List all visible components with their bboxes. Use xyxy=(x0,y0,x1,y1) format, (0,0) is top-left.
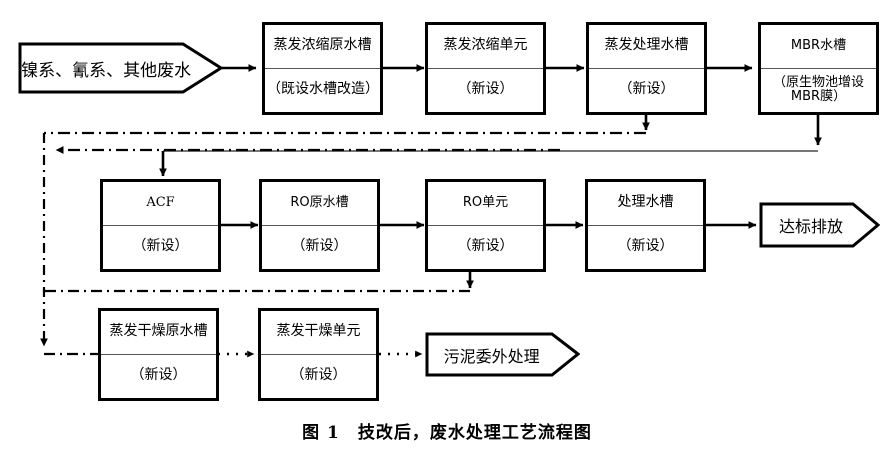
node-influent-label: 镍系、氰系、其他废水 xyxy=(21,60,192,81)
node-acf-title: ACF xyxy=(103,182,218,226)
node-discharge-label: 达标排放 xyxy=(779,217,844,236)
node-evap-dry-feed-tank-title: 蒸发干燥原水槽 xyxy=(101,311,216,355)
pentagon-shape-discharge xyxy=(759,202,880,248)
node-evap-concentrate-unit-note: （新设） xyxy=(457,81,514,98)
node-evap-dry-feed-tank-note: （新设） xyxy=(130,367,187,384)
pentagon-shape-influent xyxy=(18,42,223,94)
node-evap-dry-unit-title: 蒸发干燥单元 xyxy=(261,311,376,355)
node-evap-dry-feed-tank[interactable]: 蒸发干燥原水槽 （新设） xyxy=(98,308,219,401)
node-acf-note: （新设） xyxy=(132,238,189,255)
node-ro-feed-tank-note: （新设） xyxy=(291,238,348,255)
node-evap-concentrate-tank[interactable]: 蒸发浓缩原水槽 （既设水槽改造） xyxy=(262,22,383,115)
node-acf[interactable]: ACF （新设） xyxy=(100,179,221,272)
node-ro-feed-tank-title: RO原水槽 xyxy=(262,182,377,226)
node-mbr-tank-title: MBR水槽 xyxy=(761,25,876,69)
node-evap-concentrate-unit-title: 蒸发浓缩单元 xyxy=(428,25,543,69)
pentagon-shape-sludge xyxy=(425,332,580,377)
figure-caption: 图 1 技改后，废水处理工艺流程图 xyxy=(302,423,592,443)
node-ro-unit[interactable]: RO单元 （新设） xyxy=(425,179,546,272)
node-evap-dry-unit[interactable]: 蒸发干燥单元 （新设） xyxy=(258,308,379,401)
node-ro-unit-note: （新设） xyxy=(457,238,514,255)
node-evap-treated-tank-note: （新设） xyxy=(618,81,675,98)
node-treated-tank[interactable]: 处理水槽 （新设） xyxy=(585,179,706,272)
node-mbr-tank-note: （原生物池增设MBR膜） xyxy=(772,74,864,105)
node-treated-tank-title: 处理水槽 xyxy=(588,182,703,226)
node-treated-tank-note: （新设） xyxy=(617,238,674,255)
node-discharge[interactable]: 达标排放 xyxy=(759,202,880,248)
node-sludge-outsourcing[interactable]: 污泥委外处理 xyxy=(425,332,580,377)
node-mbr-tank[interactable]: MBR水槽 （原生物池增设MBR膜） xyxy=(758,22,879,115)
node-evap-concentrate-unit[interactable]: 蒸发浓缩单元 （新设） xyxy=(425,22,546,115)
node-ro-feed-tank[interactable]: RO原水槽 （新设） xyxy=(259,179,380,272)
node-influent[interactable]: 镍系、氰系、其他废水 xyxy=(18,42,223,94)
node-evap-concentrate-tank-title: 蒸发浓缩原水槽 xyxy=(265,25,380,69)
node-evap-dry-unit-note: （新设） xyxy=(290,367,347,384)
node-evap-treated-tank-title: 蒸发处理水槽 xyxy=(589,25,704,69)
node-ro-unit-title: RO单元 xyxy=(428,182,543,226)
node-evap-concentrate-tank-note: （既设水槽改造） xyxy=(267,81,379,98)
node-sludge-outsourcing-label: 污泥委外处理 xyxy=(443,346,540,366)
node-evap-treated-tank[interactable]: 蒸发处理水槽 （新设） xyxy=(586,22,707,115)
